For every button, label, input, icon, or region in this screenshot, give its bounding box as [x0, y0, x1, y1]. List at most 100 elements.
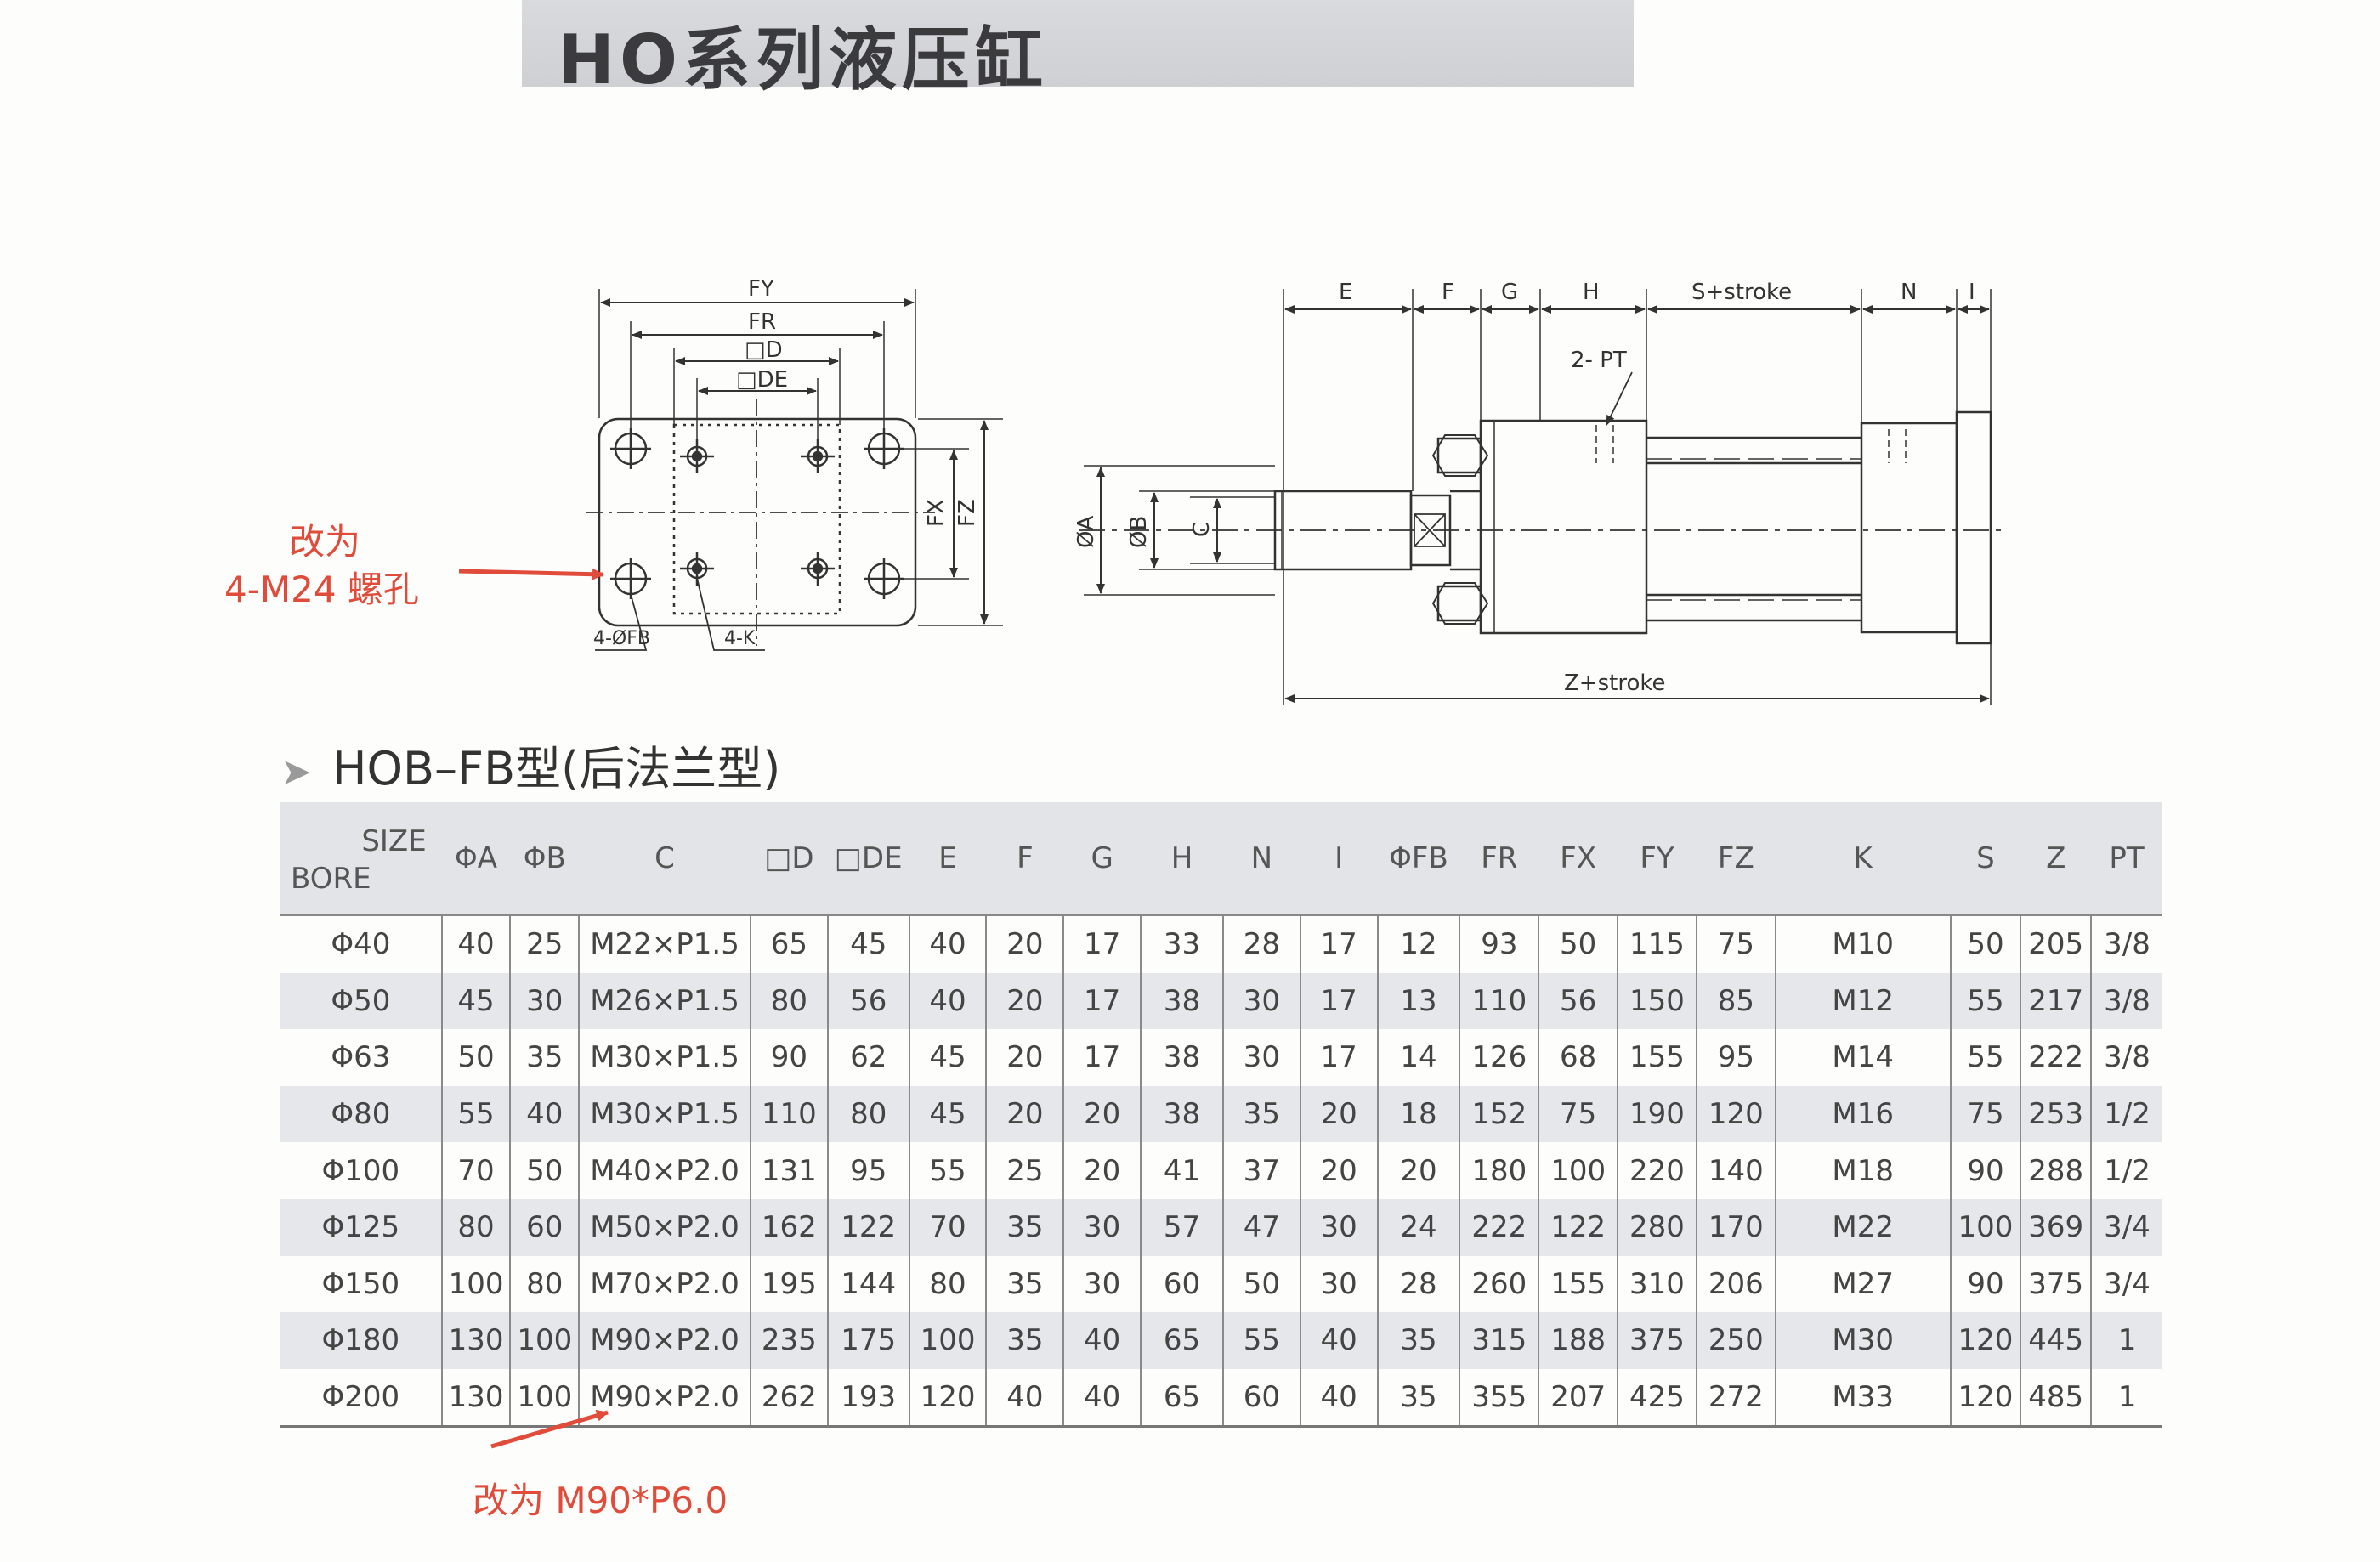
- table-cell: 33: [1140, 915, 1223, 973]
- table-cell: 75: [1695, 915, 1776, 973]
- table-cell: 62: [826, 1029, 910, 1086]
- table-cell: 280: [1617, 1198, 1697, 1256]
- table-cell: 45: [440, 972, 511, 1030]
- table-cell: 20: [985, 915, 1064, 973]
- table-cell: 35: [1376, 1368, 1460, 1429]
- title-band: [522, 0, 1634, 87]
- column-header: ΦFB: [1377, 802, 1460, 916]
- table-cell: 206: [1695, 1255, 1776, 1313]
- table-cell: 35: [1376, 1312, 1460, 1369]
- bore-cell: Φ63: [331, 1040, 391, 1075]
- table-cell: M50×P2.0: [578, 1198, 751, 1256]
- table-cell: 40: [1299, 1368, 1378, 1429]
- label-g: G: [1501, 280, 1518, 305]
- k-hole-icon: [680, 439, 835, 586]
- table-cell: 100: [1949, 1198, 2021, 1256]
- label-fx: FX: [924, 499, 949, 527]
- table-cell: 260: [1459, 1255, 1539, 1313]
- table-cell: 30: [509, 972, 580, 1030]
- table-cell: 193: [826, 1368, 910, 1429]
- corner-size-label: SIZE: [361, 824, 427, 858]
- table-cell: 122: [826, 1198, 910, 1256]
- annotation-note-1-line1: 改为: [289, 521, 361, 563]
- table-cell: 170: [1695, 1198, 1776, 1256]
- table-cell: 222: [1459, 1198, 1539, 1256]
- table-cell: 20: [1062, 1142, 1142, 1199]
- table-cell: 445: [2020, 1312, 2092, 1369]
- table-cell: 80: [826, 1085, 910, 1143]
- table-cell: 50: [509, 1142, 580, 1199]
- table-cell: 35: [1221, 1085, 1300, 1143]
- bore-cell: Φ150: [321, 1266, 400, 1301]
- table-cell: 55: [1221, 1312, 1300, 1369]
- fb-hole-icon: [610, 428, 904, 599]
- table-cell: 17: [1299, 915, 1378, 973]
- table-cell: 50: [1949, 915, 2021, 973]
- table-cell: 56: [1538, 972, 1618, 1030]
- table-cell: 25: [509, 915, 580, 973]
- table-cell: 126: [1459, 1029, 1539, 1086]
- table-cell: 122: [1538, 1198, 1618, 1256]
- table-cell: M70×P2.0: [578, 1255, 751, 1313]
- table-cell: 65: [1140, 1368, 1223, 1429]
- table-cell: 30: [1221, 1029, 1300, 1086]
- table-cell: 38: [1140, 1085, 1223, 1143]
- table-cell: 310: [1617, 1255, 1697, 1313]
- table-cell: 20: [985, 1029, 1064, 1086]
- table-cell: 20: [1299, 1085, 1378, 1143]
- table-cell: 140: [1695, 1142, 1776, 1199]
- annotation-note-1-line2: 4-M24 螺孔: [224, 569, 419, 610]
- table-cell: 95: [1695, 1029, 1776, 1086]
- table-cell: 41: [1140, 1142, 1223, 1199]
- table-cell: 50: [1538, 915, 1618, 973]
- table-cell: M30×P1.5: [578, 1085, 751, 1143]
- label-fz: FZ: [955, 499, 980, 527]
- cylinder-side-view: [1080, 289, 2006, 705]
- table-cell: 60: [1221, 1368, 1300, 1429]
- table-cell: 55: [440, 1085, 511, 1143]
- table-cell: M33: [1774, 1368, 1951, 1429]
- table-cell: 30: [1062, 1198, 1142, 1256]
- table-cell: 40: [1062, 1368, 1142, 1429]
- table-cell: 1/2: [2090, 1142, 2162, 1199]
- table-cell: M12: [1774, 972, 1951, 1030]
- table-cell: 190: [1617, 1085, 1697, 1143]
- page-title: HO系列液压缸: [558, 20, 1048, 99]
- table-cell: 207: [1538, 1368, 1618, 1429]
- table-cell: 3/4: [2090, 1255, 2162, 1313]
- table-cell: 272: [1695, 1368, 1776, 1429]
- column-header: FX: [1538, 802, 1618, 916]
- table-cell: 120: [1949, 1312, 2021, 1369]
- table-cell: M10: [1774, 915, 1951, 973]
- table-cell: M14: [1774, 1029, 1951, 1086]
- table-cell: 90: [1949, 1142, 2021, 1199]
- table-cell: 57: [1140, 1198, 1223, 1256]
- table-cell: 35: [509, 1029, 580, 1086]
- label-z: Z+stroke: [1564, 671, 1666, 696]
- bore-cell: Φ125: [280, 1198, 442, 1256]
- label-a: ØA: [1074, 516, 1099, 548]
- table-cell: 205: [2020, 915, 2092, 973]
- table-cell: 55: [1949, 1029, 2021, 1086]
- table-cell: 30: [1062, 1255, 1142, 1313]
- table-cell: 56: [826, 972, 910, 1030]
- table-cell: 40: [985, 1368, 1064, 1429]
- table-cell: 100: [440, 1255, 511, 1313]
- label-c: C: [1189, 522, 1215, 537]
- table-cell: 13: [1376, 972, 1460, 1030]
- table-cell: 17: [1062, 972, 1142, 1030]
- table-cell: 253: [2020, 1085, 2092, 1143]
- table-cell: 115: [1617, 915, 1697, 973]
- table-cell: 35: [985, 1198, 1064, 1256]
- table-cell: 65: [749, 915, 828, 973]
- table-cell: 75: [1949, 1085, 2021, 1143]
- table-cell: 375: [2020, 1255, 2092, 1313]
- table-cell: 195: [749, 1255, 828, 1313]
- label-f: F: [1442, 280, 1454, 305]
- table-cell: 55: [1949, 972, 2021, 1030]
- table-cell: M26×P1.5: [578, 972, 751, 1030]
